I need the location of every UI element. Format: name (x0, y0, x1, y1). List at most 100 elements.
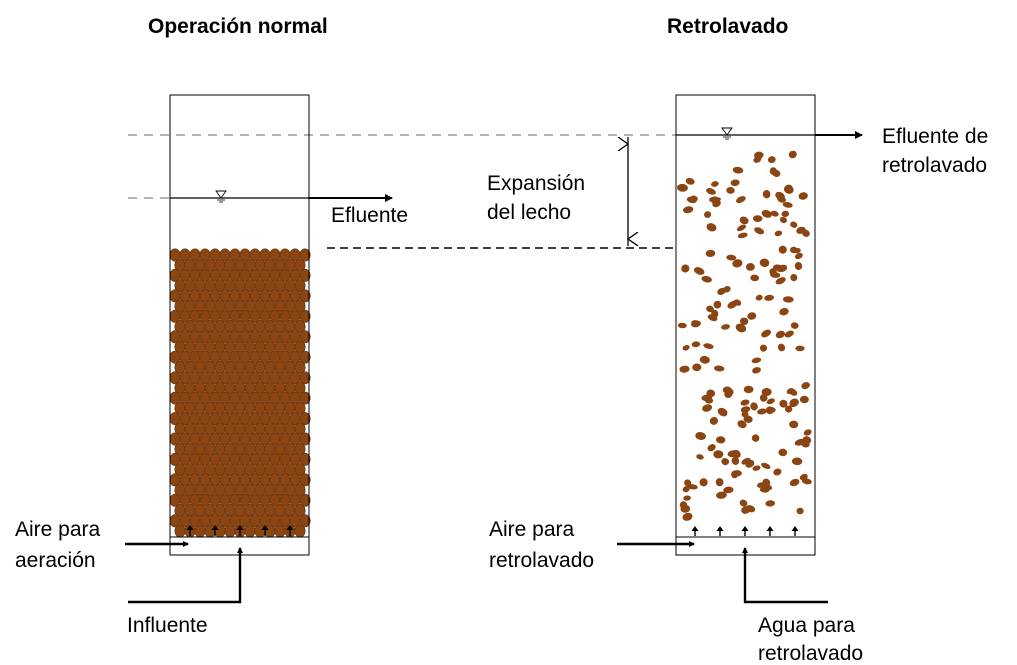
backwash-water-pipe-arrow (742, 547, 828, 604)
media-granule (737, 420, 747, 429)
media-granule (716, 491, 727, 499)
media-granule (774, 230, 783, 237)
media-granule (761, 387, 772, 397)
media-granule (703, 343, 714, 349)
media-granule (299, 473, 311, 487)
media-granule (294, 524, 306, 538)
media-granule (730, 179, 740, 187)
media-granule (733, 299, 742, 306)
media-granule (214, 524, 226, 538)
media-granule (755, 294, 763, 301)
media-granule (759, 258, 770, 268)
media-granule (294, 320, 306, 334)
water-level-icon (215, 190, 227, 203)
media-granule (795, 345, 805, 352)
label-efluente: Efluente (331, 204, 408, 227)
media-granule (785, 405, 793, 413)
media-granule (294, 340, 306, 354)
media-granule (691, 320, 701, 326)
media-granule (764, 294, 774, 301)
air-diffuser-arrows (186, 525, 799, 536)
diffuser-arrow-head (186, 525, 194, 530)
media-granule (782, 202, 793, 208)
media-granule (754, 227, 765, 235)
media-granule (692, 363, 702, 372)
media-granule (740, 406, 751, 413)
media-granule (799, 473, 808, 481)
packed-media-bed (169, 248, 311, 538)
media-granule (737, 232, 748, 239)
media-granule (677, 183, 688, 192)
media-granule (681, 264, 690, 273)
media-granule (757, 408, 767, 415)
media-granule (789, 398, 799, 408)
media-granule (743, 415, 753, 423)
media-granule (736, 224, 747, 232)
media-granule (174, 524, 186, 538)
label-agua-retro-line2: retrolavado (758, 642, 863, 665)
media-granule (740, 317, 749, 326)
media-granule (778, 448, 788, 457)
media-granule (762, 478, 771, 486)
media-granule (766, 398, 775, 405)
media-granule (683, 495, 691, 501)
media-granule (683, 206, 694, 214)
media-granule (796, 226, 806, 234)
title-backwash: Retrolavado (667, 15, 788, 38)
fluidized-media-bed (677, 150, 812, 521)
media-granule (294, 299, 306, 313)
influent-pipe-arrow (128, 547, 243, 604)
media-granule (790, 221, 798, 228)
media-granule (767, 156, 776, 164)
media-granule (204, 524, 216, 538)
media-granule (777, 343, 786, 352)
media-granule (682, 485, 690, 493)
media-granule (717, 407, 728, 417)
diffuser-arrow-head (286, 525, 294, 530)
diffuser-arrow-head (691, 526, 699, 531)
media-granule (299, 412, 311, 426)
media-granule (294, 360, 306, 374)
media-granule (794, 438, 805, 446)
media-granule (299, 371, 311, 385)
media-granule (795, 252, 803, 260)
media-granule (789, 420, 799, 429)
diffuser-arrow-head (741, 526, 749, 531)
media-granule (776, 265, 785, 273)
media-granule (706, 389, 716, 398)
media-granule (750, 274, 760, 282)
media-granule (701, 275, 712, 283)
media-granule (747, 312, 757, 320)
media-granule (769, 267, 777, 276)
media-granule (753, 156, 762, 163)
media-granule (735, 323, 747, 333)
media-granule (294, 442, 306, 456)
media-granule (294, 422, 306, 436)
media-granule (299, 432, 311, 446)
media-granule (717, 288, 726, 295)
media-granule (762, 190, 771, 199)
diffuser-arrow-head (261, 525, 269, 530)
media-granule (686, 196, 697, 204)
label-aire-aeracion-line1: Aire para (15, 518, 101, 541)
media-granule (752, 215, 763, 223)
media-granule (773, 468, 782, 476)
media-granule (711, 309, 719, 318)
media-granule (715, 478, 724, 487)
label-aire-retro-line1: Aire para (489, 518, 575, 541)
backwash-column (675, 94, 863, 556)
media-granule (770, 210, 779, 217)
media-granule (294, 483, 306, 497)
media-granule (244, 524, 256, 538)
media-granule (699, 478, 708, 487)
media-granule (713, 300, 722, 309)
media-granule (741, 457, 751, 465)
media-granule (788, 150, 797, 159)
media-granule (699, 355, 710, 364)
diffuser-arrow-head (791, 526, 799, 531)
media-granule (761, 483, 773, 491)
label-influente: Influente (127, 614, 208, 637)
media-granule (782, 296, 794, 303)
media-granule (751, 357, 762, 364)
media-granule (679, 365, 690, 373)
